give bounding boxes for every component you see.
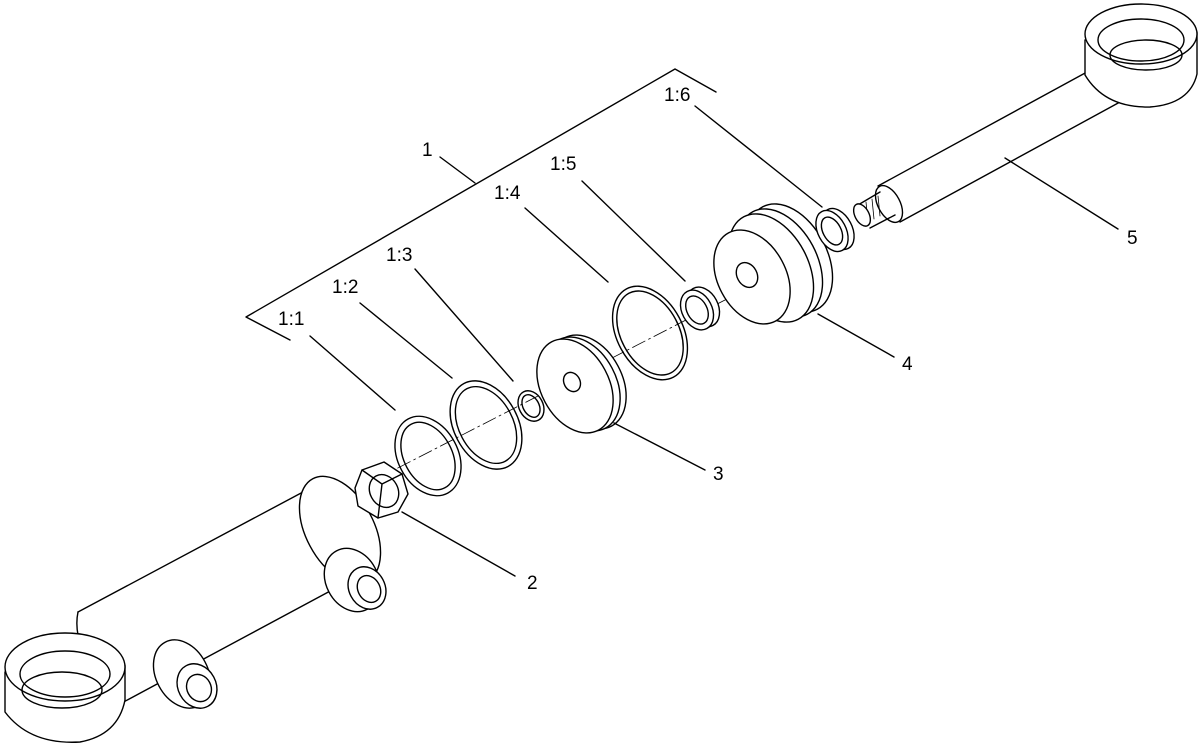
leader-2 bbox=[401, 511, 516, 577]
callout-3: 3 bbox=[713, 464, 724, 485]
leader-4 bbox=[817, 313, 895, 358]
piston bbox=[536, 334, 627, 434]
ring-1-3 bbox=[517, 390, 545, 422]
leader-1-2 bbox=[359, 302, 453, 379]
o-ring-1-1 bbox=[394, 415, 462, 497]
nut bbox=[354, 461, 409, 519]
callout-4: 4 bbox=[902, 354, 913, 375]
callout-1-6: 1:6 bbox=[664, 85, 691, 106]
callout-1: 1 bbox=[422, 140, 433, 161]
leader-3 bbox=[613, 422, 706, 471]
leader-1 bbox=[439, 156, 476, 184]
leader-5 bbox=[1004, 157, 1119, 230]
leader-1-3 bbox=[414, 268, 514, 382]
leader-1-4 bbox=[524, 207, 609, 283]
seal-1-6 bbox=[815, 207, 855, 253]
leader-1-5 bbox=[581, 180, 686, 282]
callout-1-5: 1:5 bbox=[550, 154, 577, 175]
piston-rod bbox=[852, 3, 1198, 229]
callout-2: 2 bbox=[527, 573, 538, 594]
wiper-1-5 bbox=[679, 286, 721, 331]
callout-1-2: 1:2 bbox=[332, 277, 359, 298]
assembly-bracket bbox=[245, 68, 717, 341]
gland bbox=[713, 203, 834, 325]
cylinder-barrel bbox=[4, 475, 387, 743]
seal-1-2 bbox=[449, 380, 523, 470]
leader-1-1 bbox=[309, 335, 396, 411]
callout-5: 5 bbox=[1127, 228, 1138, 249]
leader-1-6 bbox=[694, 105, 823, 208]
callout-1-1: 1:1 bbox=[278, 309, 305, 330]
callout-1-4: 1:4 bbox=[494, 183, 521, 204]
seal-1-4 bbox=[611, 285, 689, 381]
callout-1-3: 1:3 bbox=[386, 245, 413, 266]
